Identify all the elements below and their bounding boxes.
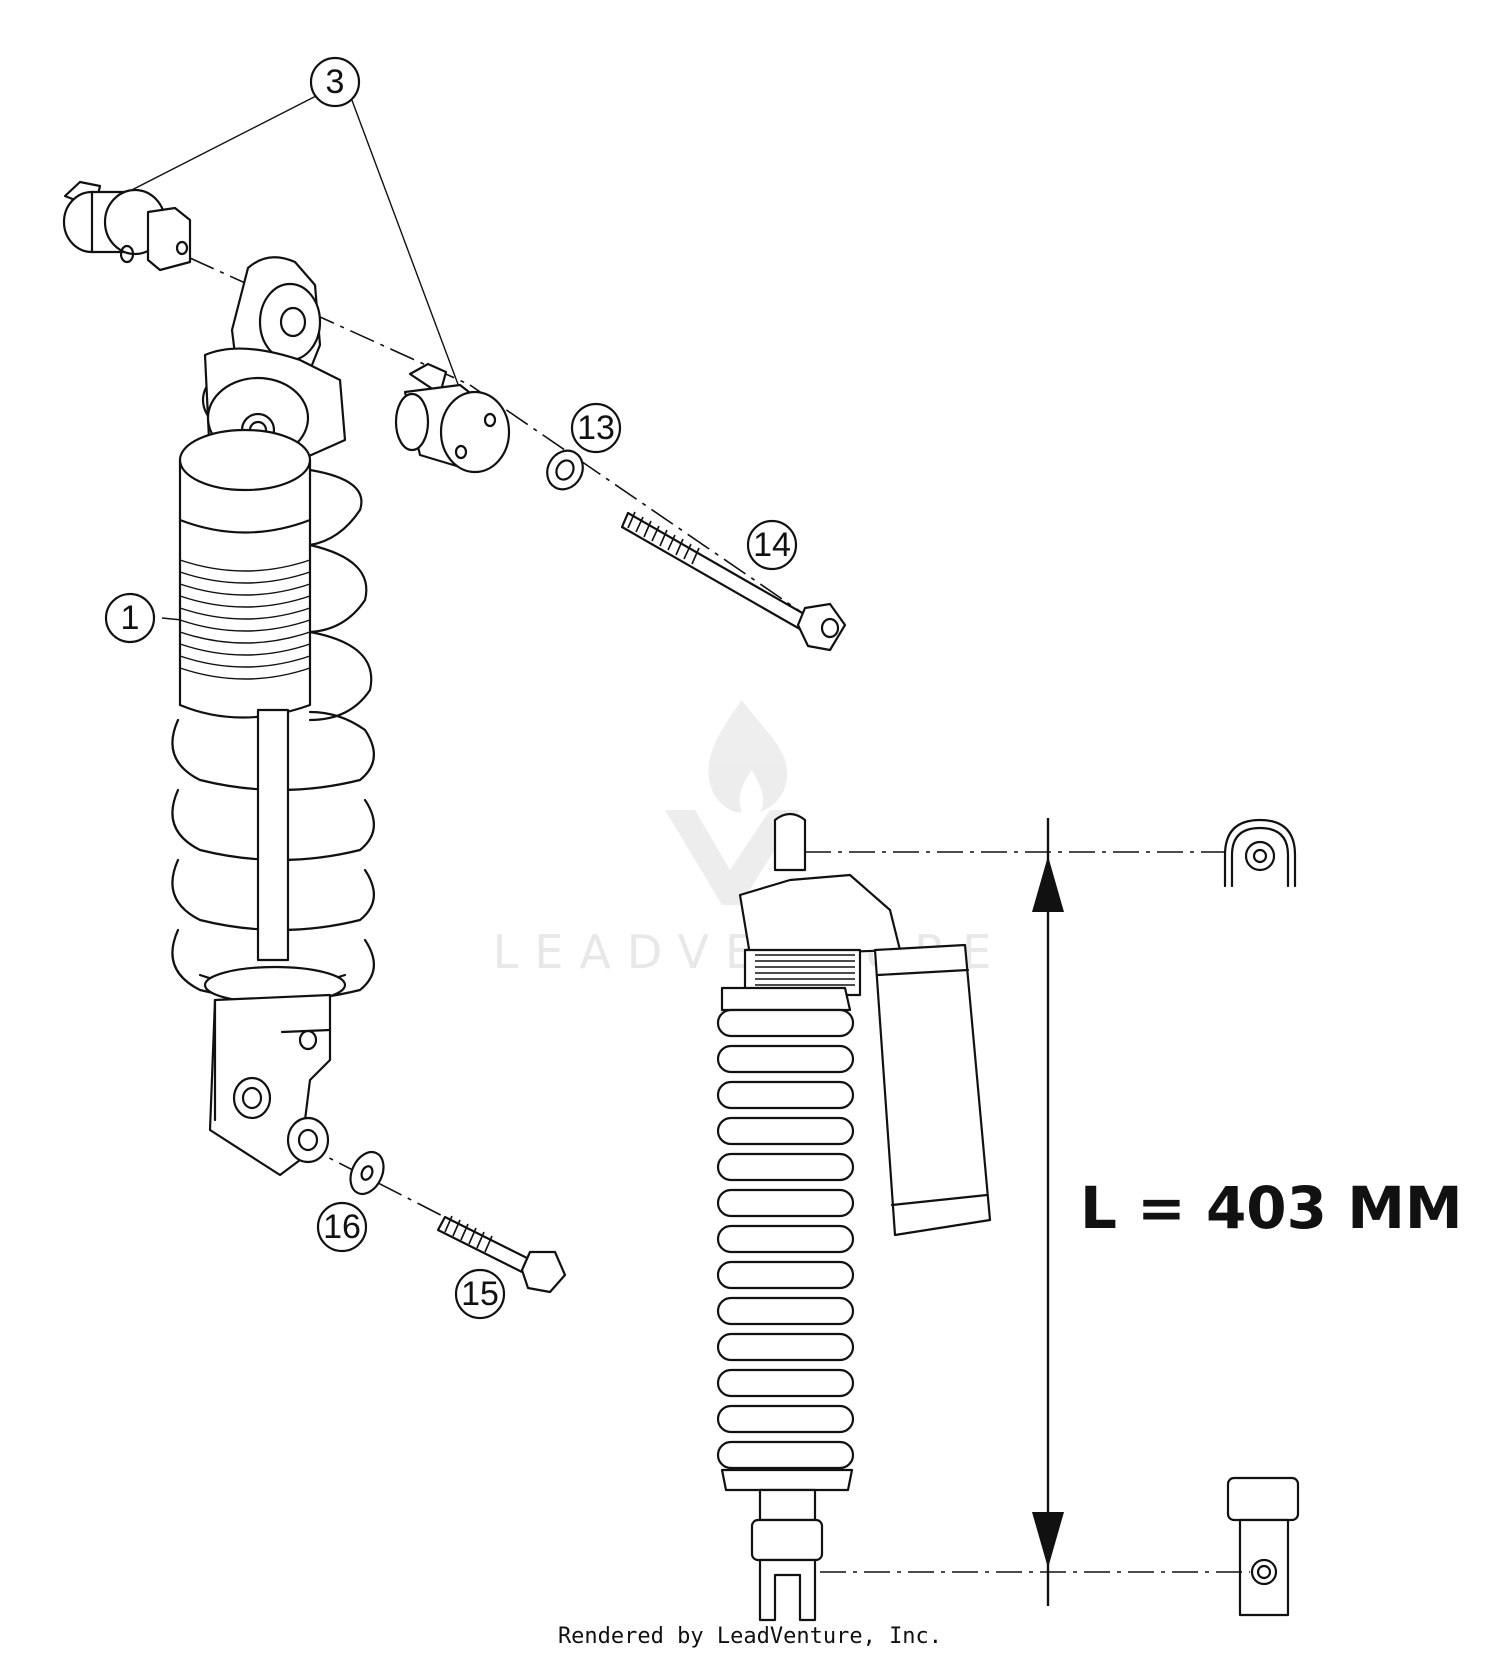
dimension-label: L = 403 MM — [1080, 1174, 1463, 1242]
watermark-v-icon — [665, 810, 800, 905]
bushing-lower-right — [394, 362, 511, 474]
right-coil-spring — [716, 1008, 855, 1470]
lower-mount-side-view — [1226, 1476, 1300, 1617]
leader-lines — [119, 94, 463, 621]
callout-13-label: 13 — [577, 409, 615, 447]
upper-mount-side-view — [1223, 818, 1297, 888]
bolt-15 — [436, 1215, 567, 1294]
shock-lower-clevis — [208, 993, 332, 1177]
dimension-arrow-up-icon — [1032, 856, 1064, 912]
callout-15: 15 — [454, 1268, 506, 1320]
shock-reservoir — [178, 428, 312, 719]
callout-1-label: 1 — [121, 599, 140, 637]
callout-1: 1 — [104, 592, 156, 644]
upper-axis-line — [189, 257, 471, 386]
callout-3-label: 3 — [326, 63, 345, 101]
washer-16 — [349, 1150, 385, 1196]
dimension-arrow-down-icon — [1032, 1512, 1064, 1568]
callout-3: 3 — [309, 56, 361, 108]
footer-credit: Rendered by LeadVenture, Inc. — [557, 1624, 943, 1649]
shock-upper-mount — [201, 256, 347, 462]
damper-rod — [203, 708, 347, 1005]
watermark-flame-icon — [708, 700, 788, 813]
callout-14-label: 14 — [753, 526, 791, 564]
callout-15-label: 15 — [461, 1275, 499, 1313]
callout-16: 16 — [316, 1201, 368, 1253]
shock-length-view: L = 403 MM — [716, 812, 1463, 1622]
bushing-upper-left — [62, 180, 192, 272]
length-dimension: L = 403 MM — [1032, 818, 1463, 1606]
washer-13 — [546, 449, 584, 491]
upper-bolt-axis-line — [469, 384, 821, 626]
bolt-14 — [620, 511, 847, 652]
callout-16-label: 16 — [323, 1208, 361, 1246]
exploded-shock-assembly: 1 3 13 14 15 16 — [62, 56, 847, 1320]
callout-13: 13 — [570, 402, 622, 454]
callout-14: 14 — [746, 519, 798, 571]
